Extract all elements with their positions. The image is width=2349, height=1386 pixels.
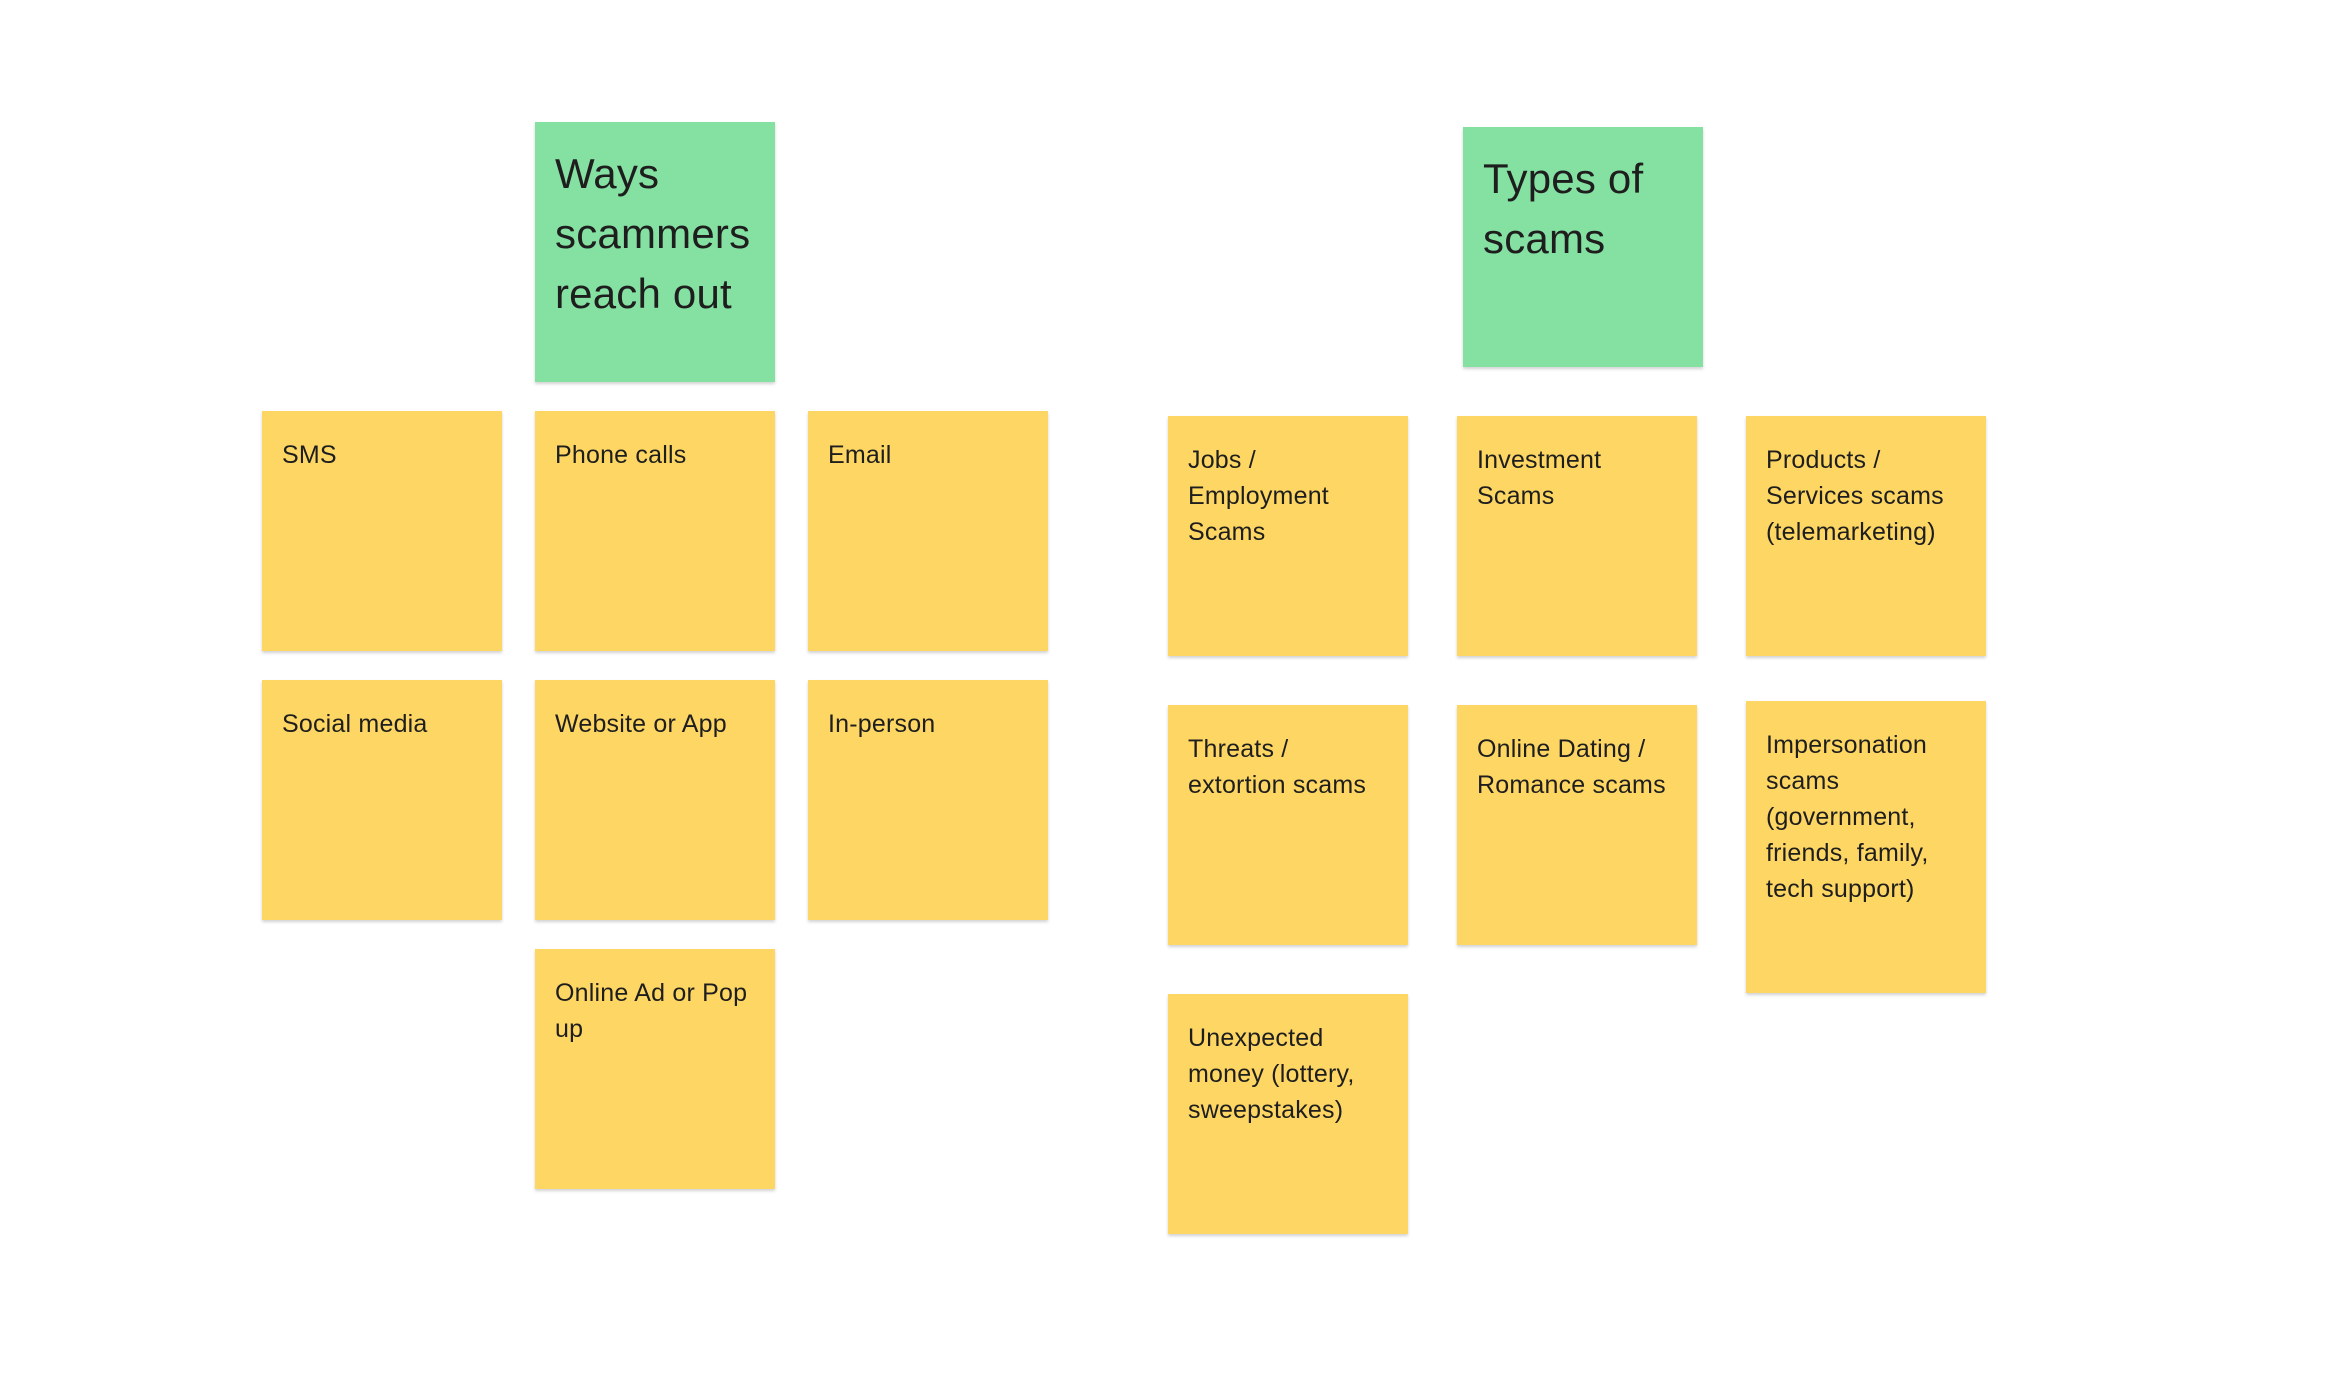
sticky-note-online-ad-or-pop-up[interactable]: Online Ad or Pop up bbox=[535, 949, 775, 1189]
sticky-note-social-media[interactable]: Social media bbox=[262, 680, 502, 920]
sticky-note-text: Phone calls bbox=[555, 441, 687, 469]
sticky-note-jobs-employment-scams[interactable]: Jobs / Employment Scams bbox=[1168, 416, 1408, 656]
sticky-note-text: Investment Scams bbox=[1477, 446, 1602, 510]
sticky-note-impersonation-scams[interactable]: Impersonation scams (government, friends… bbox=[1746, 701, 1986, 993]
sticky-note-text: SMS bbox=[282, 441, 337, 469]
sticky-note-email[interactable]: Email bbox=[808, 411, 1048, 651]
sticky-note-sms[interactable]: SMS bbox=[262, 411, 502, 651]
sticky-note-text: Social media bbox=[282, 710, 428, 738]
sticky-note-in-person[interactable]: In-person bbox=[808, 680, 1048, 920]
sticky-header-text: Ways scammers reach out bbox=[555, 150, 751, 317]
sticky-note-text: Unexpected money (lottery, sweepstakes) bbox=[1188, 1024, 1355, 1124]
sticky-note-phone-calls[interactable]: Phone calls bbox=[535, 411, 775, 651]
sticky-note-online-dating-romance-scams[interactable]: Online Dating / Romance scams bbox=[1457, 705, 1697, 945]
sticky-note-text: Online Dating / Romance scams bbox=[1477, 735, 1666, 799]
sticky-note-text: In-person bbox=[828, 710, 936, 738]
sticky-note-products-services-scams[interactable]: Products / Services scams (telemarketing… bbox=[1746, 416, 1986, 656]
sticky-note-unexpected-money[interactable]: Unexpected money (lottery, sweepstakes) bbox=[1168, 994, 1408, 1234]
sticky-note-investment-scams[interactable]: Investment Scams bbox=[1457, 416, 1697, 656]
sticky-header-ways-scammers-reach-out[interactable]: Ways scammers reach out bbox=[535, 122, 775, 382]
sticky-note-text: Products / Services scams (telemarketing… bbox=[1766, 446, 1944, 546]
sticky-note-text: Impersonation scams (government, friends… bbox=[1766, 731, 1929, 903]
sticky-note-text: Jobs / Employment Scams bbox=[1188, 446, 1329, 546]
sticky-header-text: Types of scams bbox=[1483, 155, 1644, 262]
sticky-note-text: Threats / extortion scams bbox=[1188, 735, 1367, 799]
sticky-note-text: Website or App bbox=[555, 710, 727, 738]
sticky-header-types-of-scams[interactable]: Types of scams bbox=[1463, 127, 1703, 367]
sticky-note-website-or-app[interactable]: Website or App bbox=[535, 680, 775, 920]
sticky-note-threats-extortion-scams[interactable]: Threats / extortion scams bbox=[1168, 705, 1408, 945]
sticky-note-text: Email bbox=[828, 441, 892, 469]
sticky-note-text: Online Ad or Pop up bbox=[555, 979, 748, 1043]
